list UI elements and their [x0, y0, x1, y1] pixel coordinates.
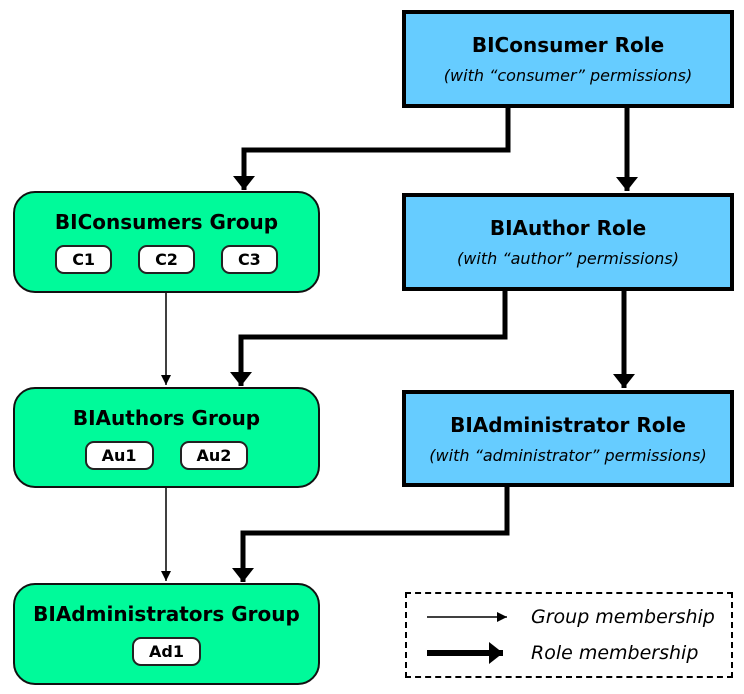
member-chip: C1	[55, 245, 113, 274]
member-chip: Au1	[84, 440, 154, 470]
node-biadministrator-role: BIAdministrator Role (with “administrato…	[402, 390, 734, 487]
node-title: BIAuthors Group	[72, 405, 261, 430]
legend: Group membership Role membership	[405, 592, 733, 678]
node-biconsumer-role: BIConsumer Role (with “consumer” permiss…	[402, 10, 734, 108]
node-subtitle: (with “author” permissions)	[457, 249, 679, 268]
member-list: C1 C2 C3	[55, 245, 278, 274]
node-title: BIAdministrators Group	[33, 602, 300, 626]
group-membership-arrow-icon	[427, 612, 507, 623]
node-title: BIAuthor Role	[489, 216, 647, 240]
member-chip: C2	[138, 245, 195, 274]
legend-label: Group membership	[531, 606, 715, 629]
node-subtitle: (with “consumer” permissions)	[443, 66, 693, 85]
legend-row-role-membership: Role membership	[425, 641, 731, 665]
legend-row-group-membership: Group membership	[425, 605, 731, 629]
node-biadministrators-group: BIAdministrators Group Ad1	[13, 583, 320, 685]
node-biconsumers-group: BIConsumers Group C1 C2 C3	[13, 191, 320, 293]
node-title: BIConsumers Group	[54, 210, 279, 234]
role-membership-arrow-biadministrator-role-to-biadministrators-group	[232, 480, 510, 582]
role-membership-arrow-biconsumer-role-to-biconsumers-group	[233, 100, 511, 190]
node-title: BIAdministrator Role	[450, 412, 686, 437]
member-chip: Ad1	[132, 637, 201, 666]
role-membership-arrow-icon	[427, 641, 503, 664]
member-chip: C3	[220, 245, 278, 274]
legend-label: Role membership	[531, 641, 699, 664]
node-biauthor-role: BIAuthor Role (with “author” permissions…	[402, 193, 734, 291]
node-title: BIConsumer Role	[471, 33, 665, 57]
node-biauthors-group: BIAuthors Group Au1 Au2	[13, 387, 320, 488]
member-list: Ad1	[132, 637, 201, 666]
member-list: Au1 Au2	[84, 440, 249, 470]
role-membership-arrow-biauthor-role-to-biauthors-group	[230, 285, 508, 386]
member-chip: Au2	[179, 440, 249, 470]
node-subtitle: (with “administrator” permissions)	[429, 445, 707, 465]
